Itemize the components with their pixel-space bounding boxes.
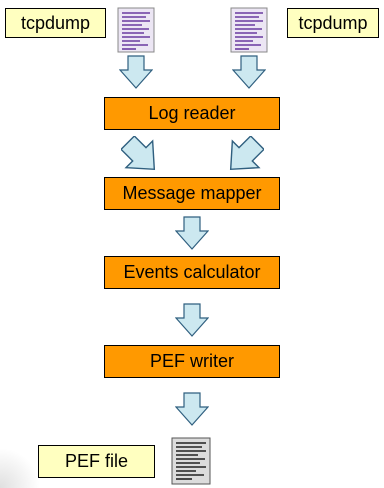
arrow-down-icon xyxy=(175,303,209,337)
process-step-events-calculator: Events calculator xyxy=(104,256,280,289)
arrow-down-icon xyxy=(175,216,209,250)
input-document-left-icon xyxy=(117,7,155,53)
process-step-message-mapper: Message mapper xyxy=(104,177,280,210)
output-label: PEF file xyxy=(38,445,155,478)
arrow-down-icon xyxy=(119,55,153,89)
output-document-icon xyxy=(171,437,211,485)
shadow-decoration xyxy=(0,448,40,488)
process-step-log-reader: Log reader xyxy=(104,97,280,130)
arrow-diagonal-left-icon xyxy=(229,136,264,171)
arrow-down-icon xyxy=(175,392,209,426)
input-label-left: tcpdump xyxy=(5,8,106,38)
input-document-right-icon xyxy=(230,7,268,53)
arrow-diagonal-right-icon xyxy=(121,136,156,171)
arrow-down-icon xyxy=(232,55,266,89)
process-step-pef-writer: PEF writer xyxy=(104,345,280,378)
input-label-right: tcpdump xyxy=(287,8,379,38)
